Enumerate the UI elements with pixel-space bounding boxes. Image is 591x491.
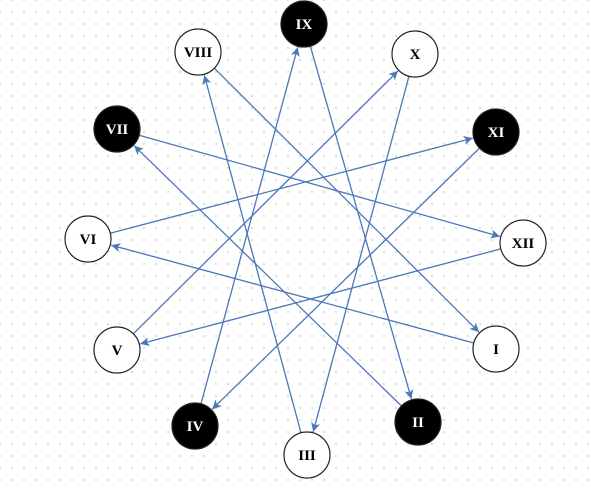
node-circle [499,219,547,267]
node-iii[interactable]: III [283,431,331,479]
node-vi[interactable]: VI [64,215,112,263]
node-label: I [493,342,499,358]
edge-iv-to-ix [200,47,300,404]
node-label: XII [512,236,535,252]
node-label: VI [80,232,97,248]
node-circle [472,325,520,373]
edge-iii-to-viii [202,75,302,433]
edge-ii-to-vii [133,145,402,407]
node-v[interactable]: V [93,326,141,374]
node-label: VIII [184,45,213,61]
node-i[interactable]: I [472,325,520,373]
node-label: II [412,415,424,431]
node-ii[interactable]: II [394,398,442,446]
edge-v-to-x [132,70,399,335]
edge-i-to-vi [111,243,474,344]
edge-x-to-iii [311,76,410,432]
edge-vi-to-xi [110,136,473,234]
node-circle [391,30,439,78]
edge-viii-to-i [213,67,480,333]
node-label: IX [296,17,313,33]
node-label: IV [187,419,204,435]
node-circle [64,215,112,263]
edge-ix-to-ii [309,45,414,400]
node-circle [93,326,141,374]
node-label: III [298,448,316,464]
node-circle [472,108,520,156]
node-label: VII [106,122,129,138]
node-circle [174,28,222,76]
node-circle [280,0,328,48]
node-circle [283,431,331,479]
edge-xii-to-v [140,248,501,346]
node-label: X [410,47,421,63]
edges-layer [110,45,501,433]
node-circle [394,398,442,446]
node-xii[interactable]: XII [499,219,547,267]
node-circle [171,402,219,450]
node-x[interactable]: X [391,30,439,78]
node-ix[interactable]: IX [280,0,328,48]
node-viii[interactable]: VIII [174,28,222,76]
node-iv[interactable]: IV [171,402,219,450]
edge-xi-to-iv [211,147,480,410]
node-xi[interactable]: XI [472,108,520,156]
edge-vii-to-xii [138,134,501,239]
node-label: V [112,343,123,359]
node-circle [93,105,141,153]
node-vii[interactable]: VII [93,105,141,153]
node-label: XI [488,125,505,141]
